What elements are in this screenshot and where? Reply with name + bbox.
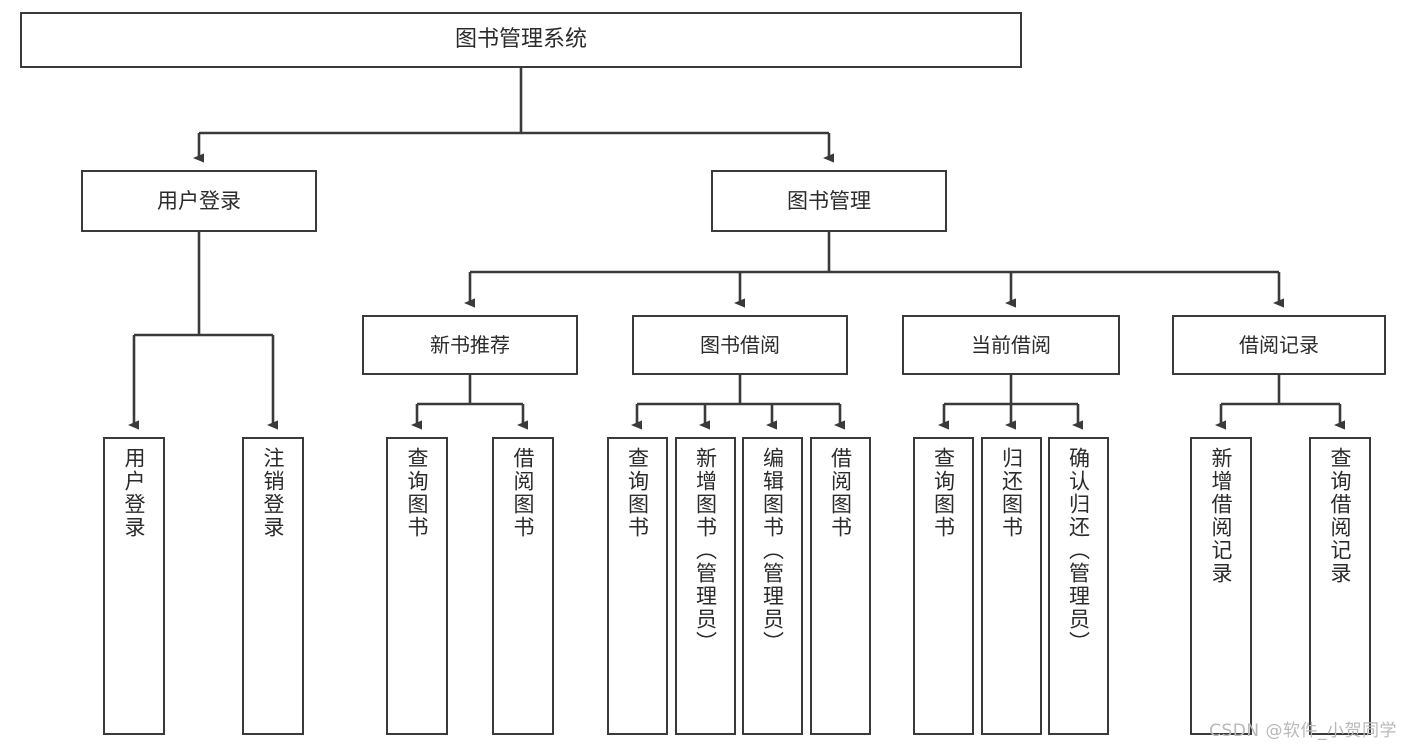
node-label: 确认归还（管理员） <box>1066 447 1091 654</box>
leaf-book-borrow-add[interactable]: 新增图书（管理员） <box>675 437 736 735</box>
csdn-watermark: CSDN @软件_小贺同学 <box>1209 721 1397 741</box>
leaf-current-borrow-return[interactable]: 归还图书 <box>981 437 1042 735</box>
leaf-borrow-record-add[interactable]: 新增借阅记录 <box>1190 437 1252 735</box>
leaf-book-borrow-query[interactable]: 查询图书 <box>607 437 668 735</box>
node-label: 新增图书（管理员） <box>693 447 718 654</box>
node-borrow-records[interactable]: 借阅记录 <box>1172 315 1386 375</box>
node-label: 查询图书 <box>931 447 956 539</box>
node-label: 注销登录 <box>261 447 286 539</box>
node-label: 当前借阅 <box>971 332 1051 357</box>
leaf-user-login-login[interactable]: 用户登录 <box>103 437 165 735</box>
node-label: 查询图书 <box>625 447 650 539</box>
node-label: 查询图书 <box>405 447 430 539</box>
leaf-book-borrow-borrow[interactable]: 借阅图书 <box>810 437 871 735</box>
node-new-book-recommend[interactable]: 新书推荐 <box>362 315 578 375</box>
leaf-borrow-record-query[interactable]: 查询借阅记录 <box>1309 437 1371 735</box>
node-root-system[interactable]: 图书管理系统 <box>20 12 1022 68</box>
node-label: 图书管理系统 <box>454 27 587 53</box>
node-label: 图书管理 <box>787 188 871 213</box>
node-label: 新增借阅记录 <box>1209 447 1234 585</box>
node-label: 查询借阅记录 <box>1328 447 1353 585</box>
leaf-book-borrow-edit[interactable]: 编辑图书（管理员） <box>742 437 803 735</box>
leaf-new-book-borrow[interactable]: 借阅图书 <box>492 437 554 735</box>
node-label: 图书借阅 <box>700 332 780 357</box>
node-label: 借阅记录 <box>1239 332 1319 357</box>
node-label: 借阅图书 <box>828 447 853 539</box>
leaf-user-login-logout[interactable]: 注销登录 <box>242 437 304 735</box>
node-book-management[interactable]: 图书管理 <box>711 170 947 232</box>
node-user-login[interactable]: 用户登录 <box>81 170 317 232</box>
node-label: 新书推荐 <box>430 332 510 357</box>
node-book-borrow[interactable]: 图书借阅 <box>632 315 848 375</box>
leaf-new-book-query[interactable]: 查询图书 <box>386 437 448 735</box>
node-label: 用户登录 <box>122 447 147 539</box>
leaf-current-borrow-confirm-return[interactable]: 确认归还（管理员） <box>1048 437 1109 735</box>
node-label: 归还图书 <box>999 447 1024 539</box>
leaf-current-borrow-query[interactable]: 查询图书 <box>913 437 974 735</box>
node-label: 用户登录 <box>157 188 241 213</box>
node-current-borrow[interactable]: 当前借阅 <box>902 315 1120 375</box>
node-label: 编辑图书（管理员） <box>760 447 785 654</box>
node-label: 借阅图书 <box>511 447 536 539</box>
